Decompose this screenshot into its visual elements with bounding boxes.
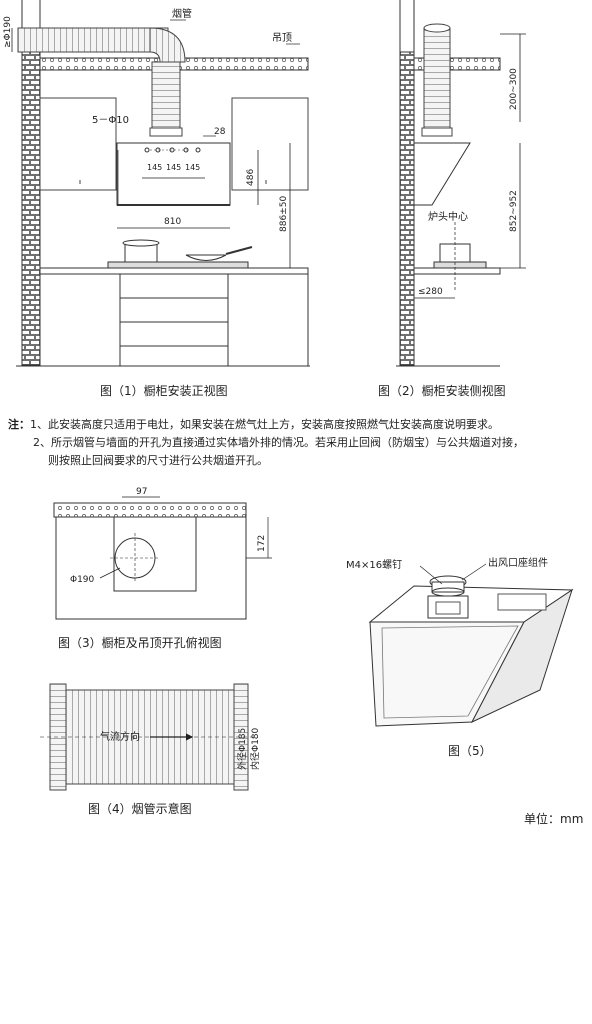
note-line-1: 注：1、此安装高度只适用于电灶，如果安装在燃气灶上方，安装高度按照燃气灶安装高度…	[8, 416, 499, 433]
lower-cabinet	[39, 273, 309, 367]
upper-cabinet-left	[39, 97, 117, 191]
label-145b: 145	[166, 163, 181, 172]
outlet-base	[427, 595, 469, 619]
label-145a: 145	[147, 163, 162, 172]
note-prefix: 注：	[8, 418, 30, 431]
label-280: ≤280	[418, 287, 443, 297]
hood-side	[470, 588, 573, 724]
fig5-caption: 图（5）	[448, 744, 492, 758]
label-airflow: 气流方向	[100, 730, 140, 743]
pan	[185, 254, 227, 261]
label-486: 486	[246, 169, 256, 186]
countertop	[39, 267, 309, 275]
range-hood-front	[116, 142, 231, 206]
duct-right-flange	[233, 683, 249, 791]
side-hood	[413, 142, 471, 206]
label-145c: 145	[185, 163, 200, 172]
side-stove	[433, 261, 487, 269]
duct-elbow	[149, 27, 186, 63]
label-duct-dia: ≥Φ190	[3, 16, 13, 48]
upper-cabinet-right	[231, 97, 309, 191]
figure-5-labels: M4×16螺钉 出风口座组件	[346, 556, 548, 571]
label-burner-center: 炉头中心	[428, 210, 468, 223]
label-886: 886±50	[279, 196, 289, 232]
fig1-caption: 图（1）橱柜安装正视图	[100, 384, 228, 398]
mounting-holes	[144, 147, 201, 153]
hood-opening	[113, 516, 197, 592]
label-outlet: 出风口座组件	[488, 556, 548, 569]
figure-3-labels: 97 172 Φ190	[70, 487, 267, 585]
fig2-caption: 图（2）橱柜安装侧视图	[378, 384, 506, 398]
figure-1-front-view	[11, 0, 310, 367]
figure-1-labels: 烟管 吊顶 ≥Φ190 5－Φ10 28 145 145 145 486 810…	[3, 7, 292, 232]
left-brick-wall	[21, 51, 41, 366]
figure-3-top-view	[53, 496, 272, 620]
vertical-duct	[151, 61, 181, 137]
figure-4-duct	[40, 683, 258, 791]
figure-2-labels: 200~300 852~952 炉头中心 ≤280	[418, 68, 519, 297]
label-810: 810	[164, 217, 181, 227]
fig3-caption: 图（3）橱柜及吊顶开孔俯视图	[58, 636, 222, 650]
label-97: 97	[136, 487, 147, 497]
label-screw: M4×16螺钉	[346, 559, 402, 571]
control-panel	[497, 593, 547, 611]
label-852-952: 852~952	[509, 190, 519, 232]
side-duct	[423, 27, 451, 137]
side-countertop	[413, 267, 501, 275]
side-brick-wall	[399, 51, 415, 366]
label-outer-dia: 外径Φ185	[236, 728, 248, 770]
figure-2-side-view	[396, 0, 526, 367]
label-duct: 烟管	[172, 7, 192, 20]
fig4-caption: 图（4）烟管示意图	[88, 802, 192, 816]
horizontal-duct	[17, 27, 169, 53]
pot	[124, 243, 158, 263]
note-line-3: 则按照止回阀要求的尺寸进行公共烟道开孔。	[48, 454, 268, 467]
label-200-300: 200~300	[509, 68, 519, 110]
label-190: Φ190	[70, 575, 95, 585]
label-28: 28	[214, 127, 226, 137]
top-slab	[53, 502, 247, 518]
label-inner-dia: 内径Φ180	[249, 727, 261, 770]
label-holes: 5－Φ10	[92, 115, 129, 126]
figure-4-labels: 气流方向 外径Φ185 内径Φ180	[100, 727, 261, 770]
stove	[107, 261, 249, 269]
note-1: 1、此安装高度只适用于电灶，如果安装在燃气灶上方，安装高度按照燃气灶安装高度说明…	[30, 418, 499, 431]
label-172: 172	[257, 535, 267, 552]
label-ceiling: 吊顶	[272, 32, 292, 44]
unit-label: 单位：mm	[524, 812, 584, 826]
note-line-2: 2、所示烟管与墙面的开孔为直接通过实体墙外排的情况。若采用止回阀（防烟宝）与公共…	[33, 436, 524, 449]
figure-5-hood-3d	[368, 563, 574, 727]
